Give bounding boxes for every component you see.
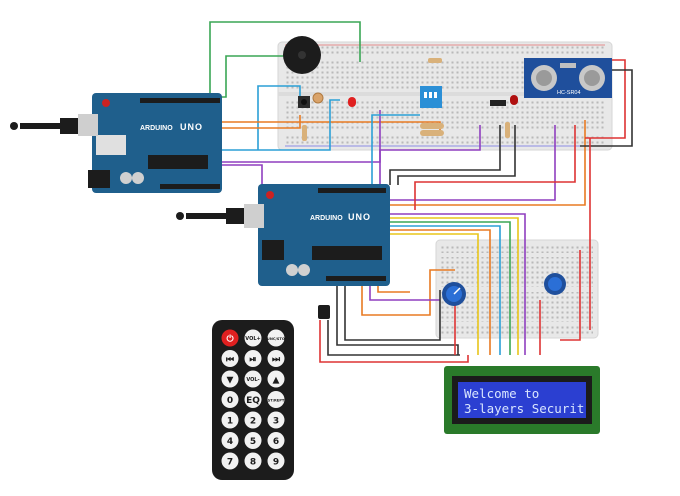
red-led-left: [348, 97, 356, 107]
arduino-top-logo: ARDUINO: [140, 125, 173, 132]
zero-button-label: 0: [227, 396, 233, 406]
ultrasonic-label: HC-SR04: [557, 90, 581, 96]
lcd-line-1: Welcome to: [464, 386, 539, 401]
down-button[interactable]: ▼: [221, 370, 239, 388]
func-stop-button-label: FUNC/STOP: [264, 337, 287, 341]
three-button[interactable]: 3: [267, 411, 285, 429]
arduino-top-model: UNO: [180, 122, 203, 132]
arduino-uno-top: UNO ARDUINO: [88, 93, 222, 193]
one-button[interactable]: 1: [221, 411, 239, 429]
up-button-label: ▲: [273, 376, 280, 386]
three-button-label: 3: [273, 417, 279, 427]
next-button-label: ⏭: [272, 355, 281, 365]
seven-button[interactable]: 7: [221, 452, 239, 470]
play-pause-button-label: ⏯: [249, 355, 256, 365]
ultrasonic-sensor: HC-SR04: [524, 58, 612, 98]
down-button-label: ▼: [227, 376, 234, 386]
arduino-bottom-model: UNO: [348, 212, 371, 222]
breadboard-bottom: [435, 239, 599, 339]
prev-button-label: ⏮: [226, 355, 234, 365]
potentiometer-left[interactable]: [442, 282, 466, 306]
vol-up-button-label: VOL+: [245, 336, 260, 342]
eight-button[interactable]: 8: [244, 452, 262, 470]
slide-switch[interactable]: [490, 100, 506, 106]
arduino-uno-bottom: UNO ARDUINO: [258, 184, 390, 286]
play-pause-button[interactable]: ⏯: [244, 350, 262, 367]
two-button[interactable]: 2: [244, 411, 262, 429]
vol-up-button[interactable]: VOL+: [244, 329, 262, 347]
power-button[interactable]: ⏻: [221, 329, 239, 347]
one-button-label: 1: [227, 417, 233, 427]
lcd-line-2: 3-layers Securit: [464, 401, 584, 416]
st-rept-button[interactable]: ST/REPT: [267, 391, 285, 408]
ir-receiver: [318, 305, 330, 319]
dip-switch[interactable]: [420, 86, 442, 108]
nine-button-label: 9: [273, 458, 279, 468]
four-button-label: 4: [227, 437, 233, 447]
up-button[interactable]: ▲: [267, 370, 285, 388]
eq-button-label: EQ: [246, 396, 260, 406]
four-button[interactable]: 4: [221, 432, 239, 449]
remote-buttons: ⏻ VOL+ FUNC/STOP ⏮ ⏯ ⏭ ▼ VOL- ▲ 0 EQ ST/REPT 1 2 3 4 5 6 7…: [221, 329, 288, 470]
nine-button[interactable]: 9: [267, 452, 285, 470]
usb-cable-bottom: [176, 204, 264, 228]
eq-button[interactable]: EQ: [244, 391, 262, 408]
seven-button-label: 7: [227, 458, 233, 468]
usb-cable-top: [10, 114, 98, 136]
zero-button[interactable]: 0: [221, 391, 239, 408]
arduino-bottom-logo: ARDUINO: [310, 215, 343, 222]
lcd-display: Welcome to 3-layers Securit: [444, 366, 600, 434]
five-button-label: 5: [250, 437, 256, 447]
six-button-label: 6: [273, 437, 279, 447]
red-led-right: [510, 95, 518, 105]
photoresistor: [312, 92, 324, 104]
vol-down-button[interactable]: VOL-: [244, 370, 262, 388]
piezo-buzzer: [283, 36, 321, 74]
eight-button-label: 8: [250, 458, 256, 468]
resistors-top: [302, 58, 510, 141]
pushbutton[interactable]: [298, 96, 310, 108]
next-button[interactable]: ⏭: [267, 350, 285, 367]
prev-button[interactable]: ⏮: [221, 350, 239, 367]
power-button-label: ⏻: [226, 334, 234, 345]
potentiometer-right[interactable]: [544, 273, 566, 295]
st-rept-button-label: ST/REPT: [268, 399, 285, 403]
five-button[interactable]: 5: [244, 432, 262, 449]
vol-down-button-label: VOL-: [246, 377, 259, 383]
func-stop-button[interactable]: FUNC/STOP: [264, 329, 288, 347]
six-button[interactable]: 6: [267, 432, 285, 449]
two-button-label: 2: [250, 417, 256, 427]
